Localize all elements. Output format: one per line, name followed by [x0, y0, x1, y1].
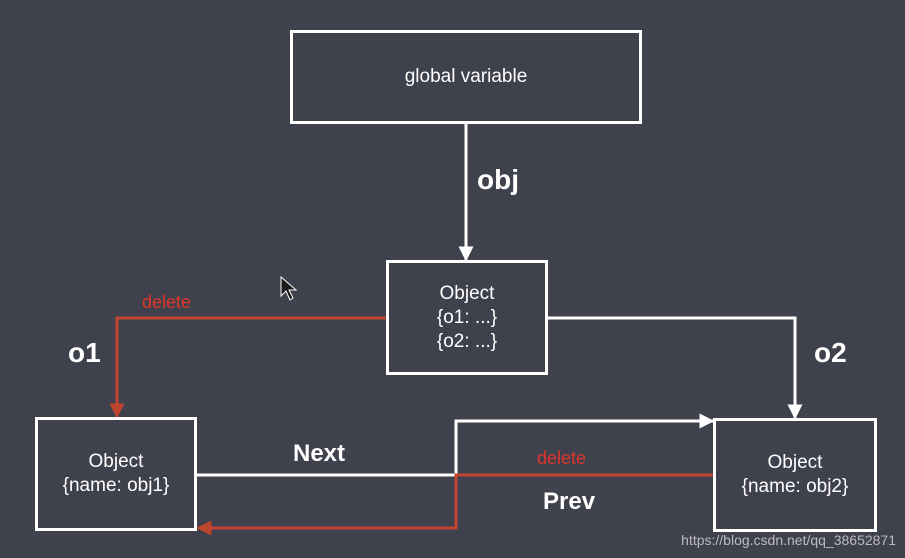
node-root-line2: {o2: ...}: [436, 330, 498, 352]
node-obj1: Object {name: obj1}: [35, 417, 197, 531]
node-obj2: Object {name: obj2}: [713, 418, 877, 532]
node-obj2-line1: {name: obj2}: [741, 476, 849, 497]
delete-label-o1: delete: [142, 292, 192, 312]
edge-label-prev: Prev: [543, 488, 596, 515]
edge-o1-arrow: [109, 316, 386, 419]
node-obj1-title: Object: [88, 451, 144, 472]
node-root-title: Object: [439, 282, 495, 304]
node-root-object: Object {o1: ...} {o2: ...}: [386, 260, 548, 375]
edge-next-arrow: [197, 413, 715, 477]
edge-label-next: Next: [293, 440, 346, 467]
edge-label-o2: o2: [814, 337, 847, 368]
node-obj1-line1: {name: obj1}: [62, 475, 170, 496]
edge-o2-arrow: [548, 316, 803, 420]
edge-prev-arrow: [196, 473, 713, 536]
mouse-cursor-icon: [280, 276, 298, 301]
node-root-line1: {o1: ...}: [436, 306, 498, 328]
edge-label-o1: o1: [68, 337, 101, 368]
delete-label-prev: delete: [537, 448, 587, 468]
node-global-label: global variable: [404, 66, 528, 87]
node-global-variable: global variable: [290, 30, 642, 124]
edge-label-obj: obj: [477, 164, 519, 195]
node-obj2-title: Object: [767, 452, 823, 473]
watermark: https://blog.csdn.net/qq_38652871: [681, 532, 896, 548]
